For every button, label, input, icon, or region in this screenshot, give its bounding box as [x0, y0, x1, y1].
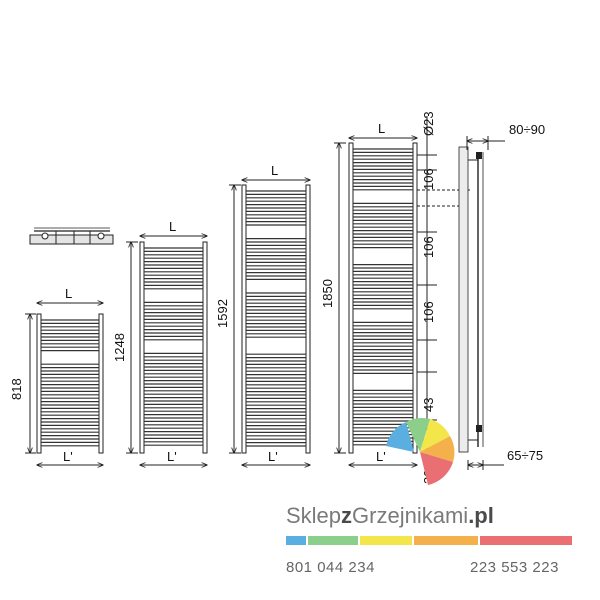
- width2-label-818: L': [63, 449, 73, 464]
- width2-label-1850: L': [376, 449, 386, 464]
- width-label-1592: L: [271, 163, 278, 178]
- width2-label-1248: L': [167, 449, 177, 464]
- bottom-distance-label: 65÷75: [507, 448, 543, 463]
- phone-number-2: 223 553 223: [470, 559, 559, 576]
- radiator-rail-right: [98, 313, 104, 454]
- ball-logo-green: [406, 418, 430, 452]
- color-bar-yellow: [360, 536, 412, 545]
- phone-number-1: 801 044 234: [286, 559, 375, 576]
- height-1850-label: 1850: [320, 279, 335, 308]
- height-dimensions: 818 1248 1592 1850: [9, 143, 346, 453]
- color-bar-blue: [286, 536, 306, 545]
- width2-label-1592: L': [268, 449, 278, 464]
- spacing-43-label: 43: [421, 398, 436, 412]
- brand-part-pl: .pl: [468, 503, 494, 528]
- ball-logo-red: [420, 452, 453, 485]
- color-bar-green: [308, 536, 358, 545]
- wall-distance-label: 80÷90: [509, 122, 545, 137]
- radiator-rail-right: [202, 241, 208, 454]
- radiator-rail-left: [36, 313, 42, 454]
- radiator-1248: [139, 241, 208, 454]
- pipe-diameter-label: Ø23: [421, 111, 436, 136]
- radiator-818: [36, 313, 104, 454]
- ball-logo-orange: [420, 436, 455, 462]
- radiator-1850: [348, 142, 418, 454]
- connection-dimensions: Ø23 106 106 106 43 20: [417, 111, 470, 484]
- spacing-106-middle-label: 106: [421, 236, 436, 258]
- ball-logo-blue: [386, 422, 414, 452]
- brand-logo-text: SklepzGrzejnikami.pl: [286, 503, 494, 529]
- radiator-top-view: [29, 227, 114, 245]
- radiator-rail-left: [139, 241, 145, 454]
- radiator-rail-right: [412, 142, 418, 454]
- color-bar-red: [480, 536, 572, 545]
- radiator-side-view: 80÷90 65÷75: [458, 122, 545, 470]
- width-label-818: L: [65, 286, 72, 301]
- height-1592-label: 1592: [215, 299, 230, 328]
- radiator-rail-right: [305, 184, 311, 454]
- ball-logo: [386, 418, 455, 485]
- height-818-label: 818: [9, 378, 24, 400]
- brand-color-bars: [286, 536, 572, 545]
- ball-logo-yellow: [420, 419, 450, 452]
- radiator-rail-left: [241, 184, 247, 454]
- brand-part-grzejnikami: Grzejnikami: [352, 503, 469, 528]
- width-dimensions: L L' L L' L L' L L': [37, 121, 417, 465]
- width-label-1248: L: [169, 219, 176, 234]
- radiator-rail-left: [348, 142, 354, 454]
- color-bar-orange: [414, 536, 478, 545]
- spacing-106-top-label: 106: [421, 168, 436, 190]
- radiator-1592: [241, 184, 311, 454]
- height-1248-label: 1248: [112, 333, 127, 362]
- brand-part-sklep: Sklep: [286, 503, 342, 528]
- width-label-1850: L: [378, 121, 385, 136]
- brand-part-z: z: [341, 503, 353, 528]
- spacing-106-lower-label: 106: [421, 301, 436, 323]
